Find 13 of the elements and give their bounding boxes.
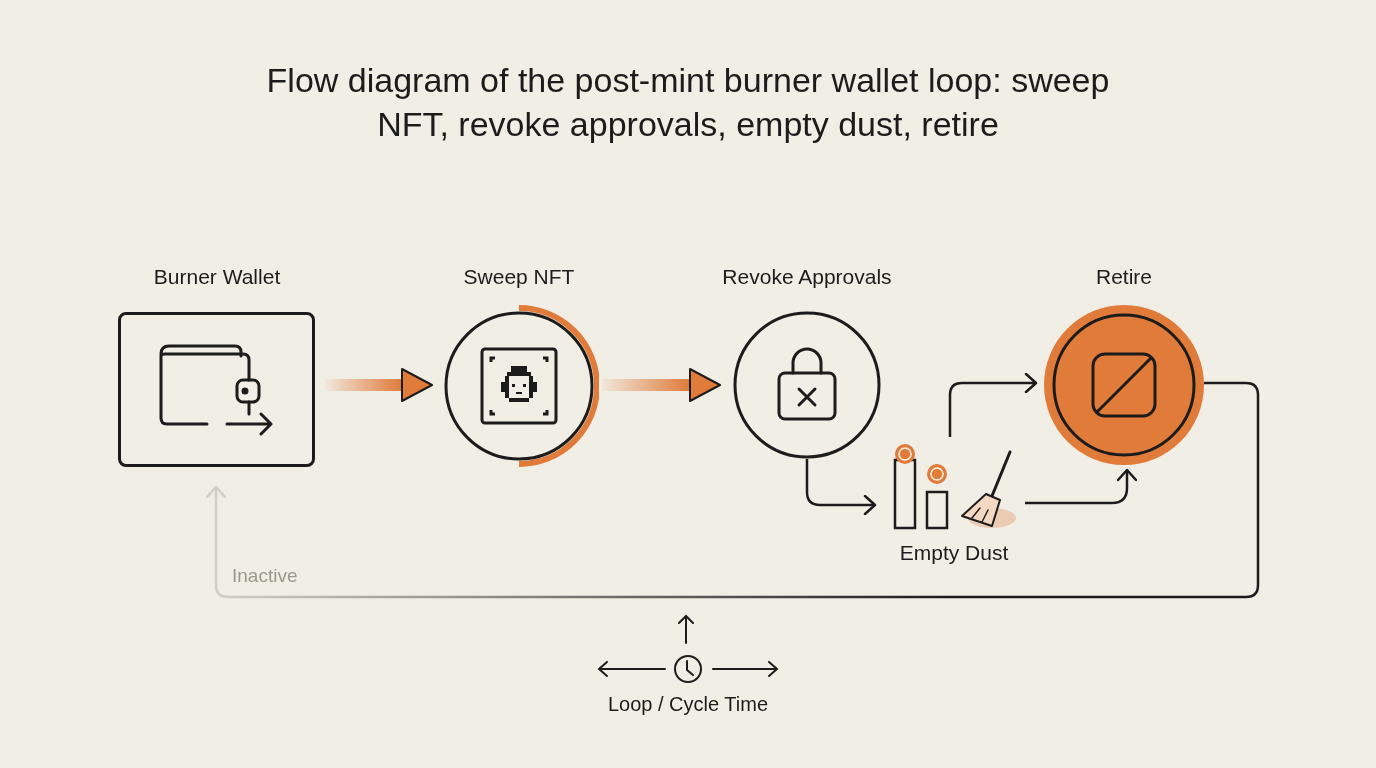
flow-arrow [602, 368, 721, 402]
step-title: Revoke Approvals [721, 264, 893, 290]
connector-arrow [1025, 468, 1138, 505]
connector-arrow [948, 372, 1038, 437]
connector-arrow [205, 381, 1260, 599]
cycle-time-label: Loop / Cycle Time [606, 692, 770, 717]
step-title: Burner Wallet [152, 264, 282, 290]
flow-arrow [325, 368, 433, 402]
connector-arrow [805, 459, 877, 516]
step-title: Sweep NFT [462, 264, 576, 290]
step-title: Retire [1095, 264, 1153, 290]
diagram-title: Flow diagram of the post-mint burner wallet loop: sweep NFT, revoke approvals, empty dust, retire [265, 60, 1111, 145]
step-title: Empty Dust [898, 540, 1010, 566]
